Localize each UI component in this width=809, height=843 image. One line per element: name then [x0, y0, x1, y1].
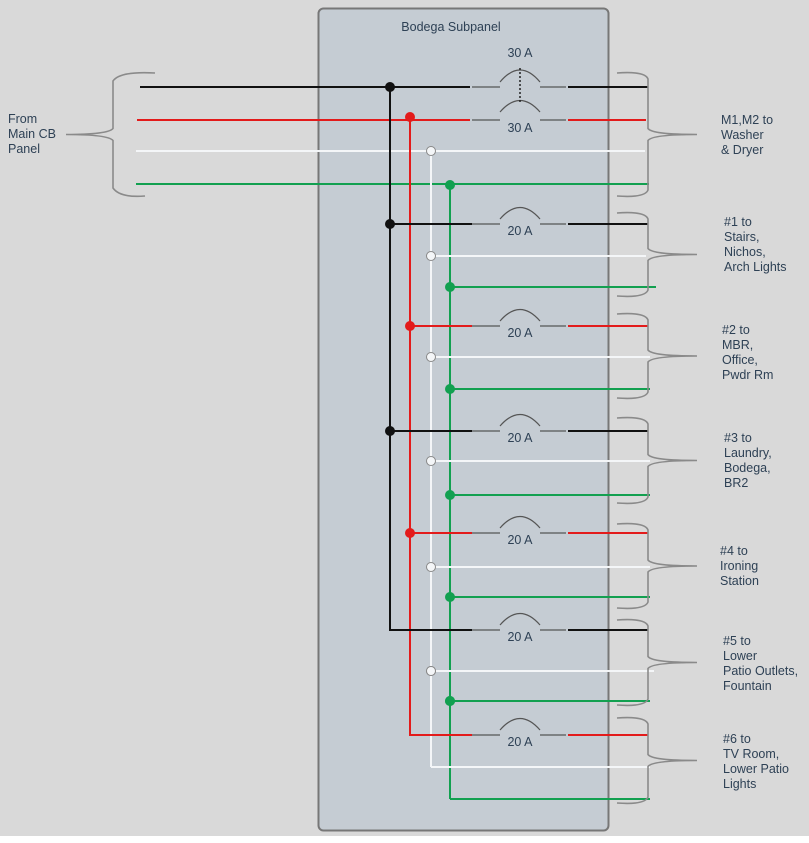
circuit-label-line: Ironing [720, 559, 758, 573]
breaker-arc-icon [499, 717, 541, 731]
panel-title: Bodega Subpanel [401, 20, 500, 34]
circuit-label-line: #1 to [724, 215, 752, 229]
breaker-rating-label: 20 A [507, 431, 533, 445]
source-brace-icon [65, 71, 156, 198]
breaker-rating-label: 20 A [507, 224, 533, 238]
circuit-brace-icon [616, 416, 698, 505]
junction-node-hot-a [385, 82, 395, 92]
junction-node-neutral [426, 456, 436, 466]
circuit-label-line: #5 to [723, 634, 751, 648]
circuit-label-line: TV Room, [723, 747, 779, 761]
circuit-label-line: & Dryer [721, 143, 763, 157]
junction-node-ground [445, 384, 455, 394]
source-label-line: Main CB [8, 127, 56, 141]
junction-node-neutral [426, 562, 436, 572]
junction-node-ground [445, 696, 455, 706]
wires-layer [136, 86, 656, 800]
junction-node-ground [445, 592, 455, 602]
junction-node-neutral [426, 352, 436, 362]
junction-node-ground [445, 490, 455, 500]
breaker-arc-icon [499, 206, 541, 220]
bottom-strip [0, 836, 809, 843]
main-breaker-rating-b: 30 A [507, 121, 533, 135]
circuit-label-line: Arch Lights [724, 260, 787, 274]
junction-node-ground [445, 180, 455, 190]
circuit-label-line: Patio Outlets, [723, 664, 798, 678]
source-label-line: From [8, 112, 37, 126]
source-label-line: Panel [8, 142, 40, 156]
circuit-label-line: #3 to [724, 431, 752, 445]
circuit-label-line: Laundry, [724, 446, 772, 460]
breaker-arc-icon [499, 515, 541, 529]
circuit-brace-icon [616, 618, 698, 707]
source-label: From Main CB Panel [8, 112, 59, 156]
breaker-arc-icon [499, 612, 541, 626]
breaker-arc-icon [499, 413, 541, 427]
circuit-brace-icon [616, 716, 698, 805]
circuit-brace-icon [616, 71, 698, 198]
junction-node-hot [405, 528, 415, 538]
circuit-label-line: Fountain [723, 679, 772, 693]
junction-nodes-layer [385, 82, 455, 706]
breaker-rating-label: 20 A [507, 533, 533, 547]
circuit-label-line: Pwdr Rm [722, 368, 773, 382]
main-breaker-rating-a: 30 A [507, 46, 533, 60]
circuit-label-line: MBR, [722, 338, 753, 352]
circuit-label-line: Washer [721, 128, 764, 142]
braces-layer [65, 71, 698, 805]
junction-node-neutral [426, 146, 436, 156]
junction-node-hot [385, 426, 395, 436]
circuit-label-line: Nichos, [724, 245, 766, 259]
breaker-rating-label: 20 A [507, 326, 533, 340]
circuit-label-line: Stairs, [724, 230, 759, 244]
circuit-label-line: Lower [723, 649, 757, 663]
breaker-rating-label: 20 A [507, 630, 533, 644]
junction-node-hot [405, 321, 415, 331]
breakers-layer: 30 A 30 A 20 A 20 A 20 A 20 A 20 A 20 A [472, 46, 566, 749]
junction-node-ground [445, 282, 455, 292]
circuit-label-line: #6 to [723, 732, 751, 746]
circuit-label-line: Lower Patio [723, 762, 789, 776]
junction-node-neutral [426, 251, 436, 261]
circuit-label-line: Lights [723, 777, 756, 791]
circuit-label-line: Station [720, 574, 759, 588]
circuit-label-line: Bodega, [724, 461, 771, 475]
circuit-label-line: #4 to [720, 544, 748, 558]
circuit-label-line: BR2 [724, 476, 748, 490]
circuit-label-line: M1,M2 to [721, 113, 773, 127]
junction-node-neutral [426, 666, 436, 676]
junction-node-hot-b [405, 112, 415, 122]
breaker-arc-icon [499, 308, 541, 322]
junction-node-hot [385, 219, 395, 229]
circuit-brace-icon [616, 522, 698, 610]
breaker-rating-label: 20 A [507, 735, 533, 749]
circuit-label-line: Office, [722, 353, 758, 367]
circuit-brace-icon [616, 312, 698, 400]
circuit-brace-icon [616, 211, 698, 298]
subpanel-enclosure [317, 7, 610, 832]
circuit-label-line: #2 to [722, 323, 750, 337]
